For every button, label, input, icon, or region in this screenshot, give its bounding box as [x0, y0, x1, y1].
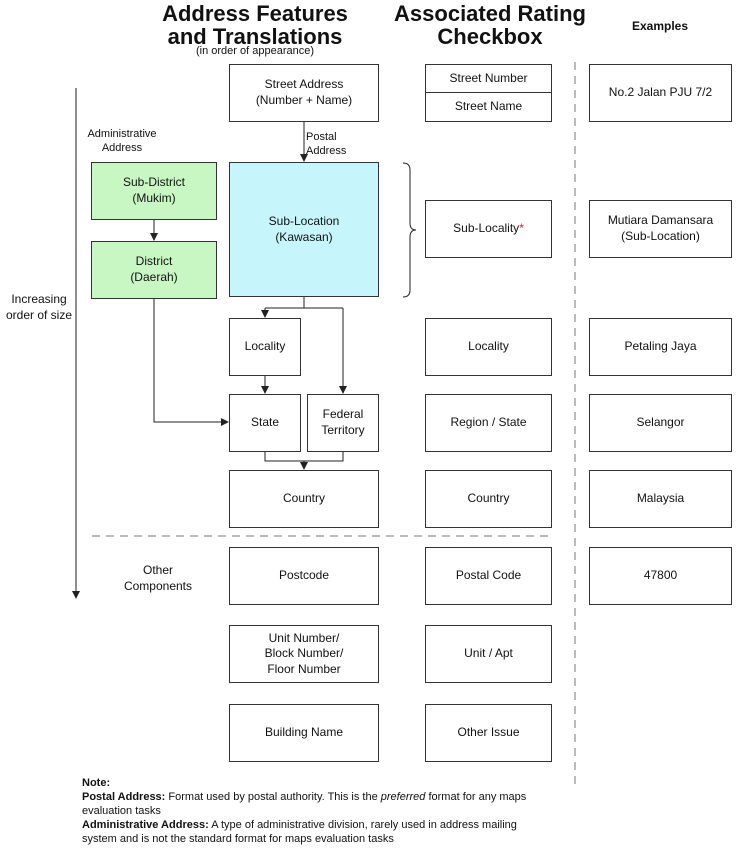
features-header-line1: Address Features	[162, 1, 348, 26]
locality-rating: Locality	[425, 318, 552, 376]
features-subheader: (in order of appearance)	[195, 45, 314, 57]
state-box: State	[229, 394, 301, 452]
note-postal-emph: preferred	[380, 791, 426, 804]
note-postal-text-b: format for any maps evaluation tasks	[82, 791, 527, 818]
examples-header: Examples	[631, 19, 689, 33]
state-federal-join	[264, 452, 344, 462]
sub-locality-rating-label: Sub-Locality	[453, 221, 520, 236]
features-header-line2: and Translations	[167, 24, 343, 50]
state-example: Selangor	[589, 394, 732, 452]
sub-locality-rating: Sub-Locality*	[425, 200, 552, 258]
note-admin-text: A type of administrative division, rarel…	[82, 819, 517, 846]
features-header: Address Features and Translations	[150, 2, 360, 48]
postal-address-label: Postal Address	[306, 131, 347, 158]
note-postal: Postal Address: Format used by postal au…	[82, 790, 552, 818]
locality-example: Petaling Jaya	[589, 318, 732, 376]
unit-number-box: Unit Number/ Block Number/ Floor Number	[229, 625, 379, 683]
rating-header-line2: Checkbox	[437, 24, 543, 50]
district-box: District (Daerah)	[91, 241, 217, 299]
district-to-state-arrow	[153, 298, 229, 426]
federal-territory-box: Federal Territory	[307, 394, 379, 452]
postcode-box: Postcode	[229, 547, 379, 605]
sub-locality-asterisk: *	[519, 221, 524, 236]
building-name-box: Building Name	[229, 704, 379, 762]
street-rating-box: Street Number Street Name	[425, 64, 552, 122]
note-postal-text-a: Format used by postal authority. This is…	[165, 791, 381, 804]
note-section: Note: Postal Address: Format used by pos…	[82, 776, 552, 846]
sub-location-example: Mutiara Damansara (Sub-Location)	[589, 200, 732, 258]
street-name-rating: Street Name	[454, 99, 523, 114]
sub-location-box: Sub-Location (Kawasan)	[229, 162, 379, 297]
note-postal-term: Postal Address:	[82, 791, 166, 804]
other-issue-rating: Other Issue	[425, 704, 552, 762]
country-rating: Country	[425, 470, 552, 528]
administrative-address-label: Administrative Address	[87, 128, 157, 155]
rating-header-line1: Associated Rating	[394, 1, 586, 26]
street-address-box: Street Address (Number + Name)	[229, 64, 379, 122]
country-box: Country	[229, 470, 379, 528]
note-title: Note:	[82, 777, 111, 789]
rating-header: Associated Rating Checkbox	[385, 2, 595, 48]
note-admin-term: Administrative Address:	[82, 819, 209, 832]
size-order-label: Increasing order of size	[5, 292, 73, 322]
sublocation-bracket	[402, 162, 417, 298]
other-components-label: Other Components	[123, 563, 193, 593]
region-state-rating: Region / State	[425, 394, 552, 452]
locality-box: Locality	[229, 318, 301, 376]
street-number-rating: Street Number	[426, 65, 551, 93]
unit-apt-rating: Unit / Apt	[425, 625, 552, 683]
sub-district-box: Sub-District (Mukim)	[91, 162, 217, 220]
country-example: Malaysia	[589, 470, 732, 528]
street-example: No.2 Jalan PJU 7/2	[589, 64, 732, 122]
note-admin: Administrative Address: A type of admini…	[82, 818, 552, 846]
postal-code-rating: Postal Code	[425, 547, 552, 605]
postcode-example: 47800	[589, 547, 732, 605]
